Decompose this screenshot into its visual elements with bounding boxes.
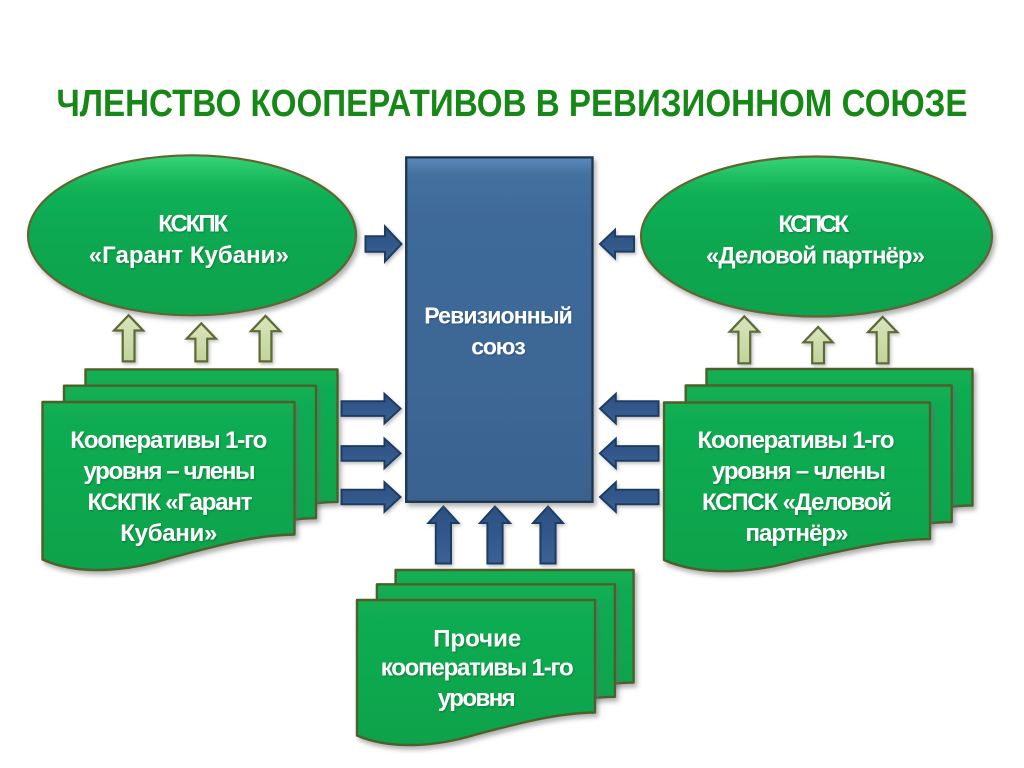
svg-text:союз: союз <box>471 333 526 359</box>
svg-text:Ревизионный: Ревизионный <box>424 303 573 329</box>
svg-text:уровня – члены: уровня – члены <box>712 458 886 485</box>
svg-text:Кубани»: Кубани» <box>120 520 217 547</box>
svg-text:кооперативы 1-го: кооперативы 1-го <box>381 654 574 681</box>
svg-text:Прочие: Прочие <box>433 626 521 653</box>
svg-text:КСПСК «Деловой: КСПСК «Деловой <box>702 489 892 516</box>
svg-text:партнёр»: партнёр» <box>746 520 849 547</box>
svg-text:КСПСК: КСПСК <box>778 211 849 238</box>
svg-text:«Гарант Кубани»: «Гарант Кубани» <box>89 242 289 269</box>
svg-text:Кооперативы 1-го: Кооперативы 1-го <box>70 427 267 454</box>
svg-text:КСКПК: КСКПК <box>158 210 228 237</box>
svg-text:«Деловой партнёр»: «Деловой партнёр» <box>706 243 925 270</box>
svg-text:ЧЛЕНСТВО КООПЕРАТИВОВ В РЕВИЗИ: ЧЛЕНСТВО КООПЕРАТИВОВ В РЕВИЗИОННОМ СОЮЗ… <box>57 83 968 125</box>
svg-text:уровня – члены: уровня – члены <box>84 458 256 485</box>
svg-text:КСКПК «Гарант: КСКПК «Гарант <box>88 489 253 516</box>
svg-text:уровня: уровня <box>438 685 516 712</box>
svg-text:Кооперативы 1-го: Кооперативы 1-го <box>698 427 895 454</box>
